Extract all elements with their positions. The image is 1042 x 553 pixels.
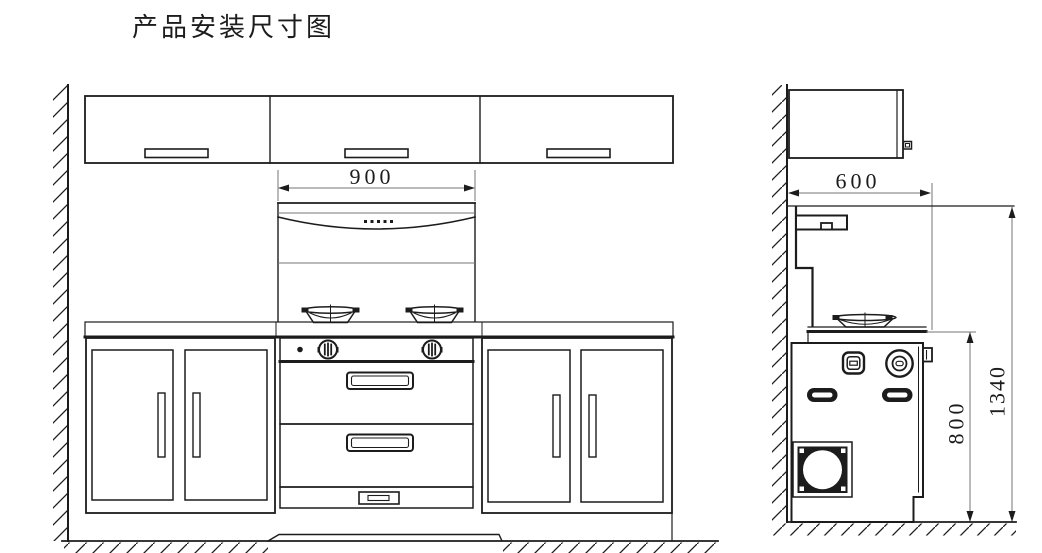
cabinet-door — [580, 349, 664, 503]
door-handle — [588, 394, 597, 458]
dim-arrow-icon — [966, 332, 974, 343]
hood-control-buttons — [364, 220, 393, 223]
base-cabinet-right — [481, 337, 673, 542]
rotary-knob — [885, 349, 914, 378]
counter-height-dimension: 800 — [926, 331, 976, 522]
gas-burner-left — [301, 304, 360, 324]
dim-arrow-icon — [966, 511, 974, 522]
burner-cap — [456, 307, 464, 313]
drawer-handle-inner — [350, 375, 410, 387]
dim-arrow-icon — [464, 184, 475, 192]
burner-cap — [405, 307, 413, 313]
fan-vent — [792, 441, 853, 498]
countertop — [83, 321, 675, 339]
handle-pill-right — [882, 388, 913, 402]
control-knob-left — [317, 339, 339, 360]
dim-label-total-height: 1340 — [985, 365, 1010, 417]
cabinet-door — [487, 349, 571, 503]
burner-cap — [352, 307, 360, 313]
wall-hatch — [53, 85, 68, 541]
cabinet-knob-inner — [905, 143, 910, 148]
indicator-dot — [297, 346, 303, 353]
upper-cabinet-side — [788, 89, 913, 159]
floor-hatch — [64, 542, 268, 553]
dim-label-depth: 600 — [836, 169, 881, 194]
drawer-handle-inner — [350, 437, 410, 449]
hood-side-profile — [794, 205, 848, 328]
countertop-band — [84, 321, 674, 338]
panel-outline — [279, 337, 474, 363]
dim-arrow-icon — [1008, 207, 1016, 218]
upper-cabinet-row — [84, 95, 674, 164]
dim-arrow-icon — [278, 184, 289, 192]
cabinet-door-handle — [144, 148, 209, 159]
door-handle — [192, 392, 201, 458]
floor-step-line — [267, 533, 503, 542]
cabinet-door-handle — [344, 148, 409, 159]
cabinet-knob — [902, 140, 913, 150]
drawer-outline — [279, 423, 474, 488]
wall-hatch — [772, 85, 787, 522]
dim-label-counter-height: 800 — [944, 400, 969, 445]
drawer-handle — [346, 433, 414, 452]
gas-burner-right — [405, 304, 464, 324]
vent-grille — [358, 491, 400, 505]
floor-hatch — [773, 523, 1016, 536]
drawer-outline — [279, 361, 474, 425]
cooker-body-side — [790, 342, 933, 523]
plinth-outline — [279, 486, 474, 509]
cabinet-outline — [481, 337, 673, 514]
drawer-lower — [279, 423, 474, 488]
total-height-dimension: 1340 — [985, 207, 1016, 522]
control-knob-right — [421, 339, 443, 360]
drawer-upper — [279, 361, 474, 425]
front-floor — [61, 533, 719, 553]
dim-arrow-icon — [788, 189, 799, 197]
side-section-view: 600 — [772, 84, 1017, 536]
cabinet-door-handle — [546, 148, 611, 159]
hood-front-curve — [277, 216, 476, 230]
dim-arrow-icon — [920, 189, 931, 197]
cabinet-door — [184, 349, 268, 501]
hood-vent-detail — [820, 222, 833, 231]
floor-hatch — [503, 542, 717, 553]
handle-pill-left — [807, 388, 838, 402]
side-tab — [922, 347, 933, 363]
depth-dimension: 600 — [788, 169, 933, 330]
burner-cap — [301, 307, 309, 313]
plinth — [279, 486, 474, 509]
dim-label-hood-width: 900 — [350, 164, 395, 189]
range-hood — [277, 202, 476, 323]
burner-cap — [832, 315, 840, 320]
burner-cap — [885, 315, 893, 320]
base-cabinet-left — [85, 337, 276, 514]
upper-cabinet-outline — [788, 89, 904, 159]
cabinet-door — [91, 349, 174, 501]
side-floor — [773, 521, 1017, 536]
drawing-title: 产品安装尺寸图 — [132, 13, 335, 42]
gas-burner-side — [832, 312, 897, 328]
hood-width-dimension: 900 — [277, 164, 476, 201]
front-elevation-view: 900 — [53, 84, 719, 553]
drawer-handle — [346, 371, 414, 390]
door-handle — [552, 394, 561, 458]
countertop-side — [806, 326, 928, 344]
door-handle — [157, 392, 166, 458]
stove-control-panel — [278, 337, 475, 363]
vent-grille-inner — [367, 494, 390, 502]
dim-arrow-icon — [1008, 511, 1016, 522]
hood-back-channel — [794, 205, 814, 328]
cabinet-outline — [85, 337, 276, 514]
gas-valve-box — [841, 351, 866, 375]
